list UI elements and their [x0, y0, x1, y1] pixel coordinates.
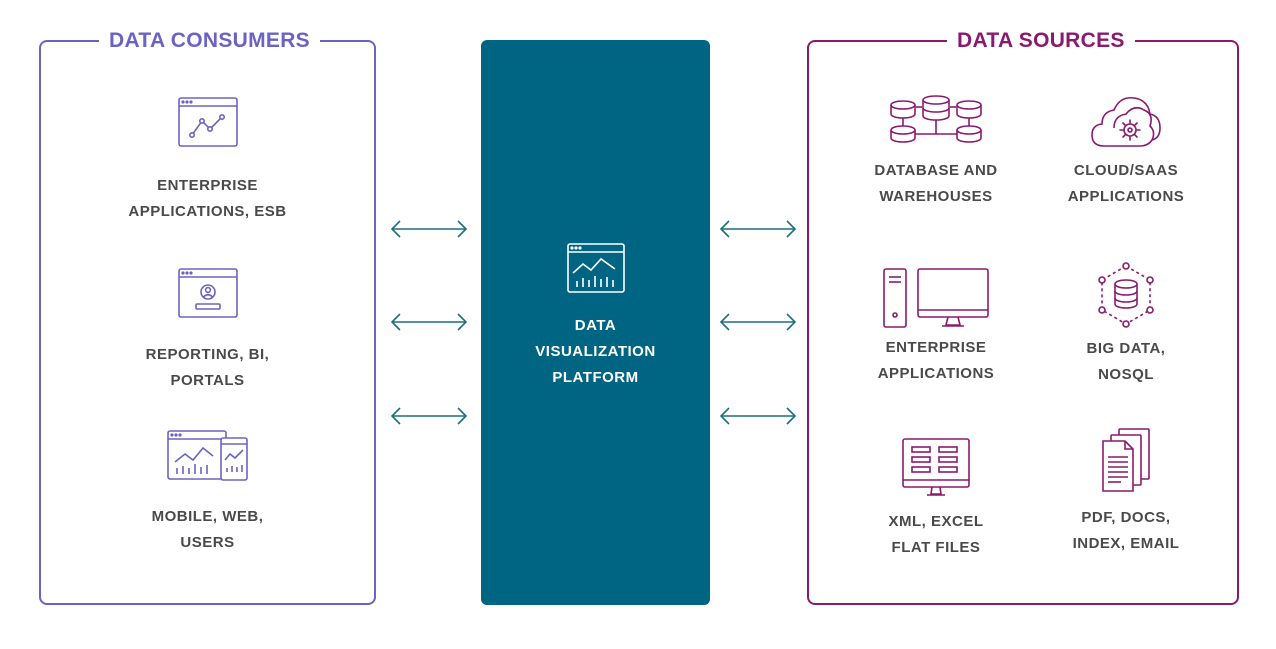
data-sources-panel: DATA SOURCES DATABASE AND WAREHOUSES: [807, 27, 1239, 605]
consumer-enterprise-label: ENTERPRISE APPLICATIONS, ESB: [128, 177, 287, 220]
source-big-data-nosql: BIG DATA, NOSQL: [1036, 262, 1216, 388]
source-xml-label: XML, EXCEL FLAT FILES: [888, 513, 984, 556]
source-enterprise-label: ENTERPRISE APPLICATIONS: [877, 339, 995, 382]
source-cloud-saas: CLOUD/SAAS APPLICATIONS: [1036, 90, 1216, 210]
bidirectional-arrow-icon: [719, 407, 797, 425]
data-consumers-title: DATA CONSUMERS: [99, 27, 320, 55]
consumer-reporting-label: REPORTING, BI, PORTALS: [145, 346, 270, 389]
desktop-mobile-charts-icon: [166, 430, 248, 481]
source-enterprise-applications: ENTERPRISE APPLICATIONS: [846, 267, 1026, 387]
consumer-enterprise-applications: ENTERPRISE APPLICATIONS, ESB: [101, 97, 314, 225]
bidirectional-arrow-icon: [390, 407, 468, 425]
source-database-warehouses: DATABASE AND WAREHOUSES: [846, 94, 1026, 210]
document-stack-icon: [1102, 428, 1150, 492]
platform-label: DATA VISUALIZATION PLATFORM: [535, 317, 656, 386]
desktop-computer-icon: [883, 268, 989, 328]
source-database-label: DATABASE AND WAREHOUSES: [874, 162, 998, 205]
bidirectional-arrow-icon: [719, 220, 797, 238]
data-sources-title: DATA SOURCES: [947, 27, 1135, 55]
data-consumers-panel: DATA CONSUMERS ENTERPRISE APPLICATIONS, …: [39, 27, 376, 605]
platform-block: DATA VISUALIZATION PLATFORM: [481, 243, 710, 391]
source-xml-excel-flat-files: XML, EXCEL FLAT FILES: [846, 437, 1026, 561]
big-data-network-icon: [1098, 262, 1154, 328]
line-chart-window-icon: [177, 97, 238, 147]
user-portal-window-icon: [177, 268, 238, 318]
consumer-mobile-web: MOBILE, WEB, USERS: [101, 430, 314, 556]
cloud-gear-icon: [1091, 96, 1161, 147]
source-pdf-docs-index-email: PDF, DOCS, INDEX, EMAIL: [1036, 427, 1216, 557]
source-cloud-label: CLOUD/SAAS APPLICATIONS: [1067, 162, 1185, 205]
source-pdf-label: PDF, DOCS, INDEX, EMAIL: [1072, 509, 1180, 552]
bidirectional-arrow-icon: [390, 220, 468, 238]
bidirectional-arrow-icon: [390, 313, 468, 331]
database-cluster-icon: [890, 95, 982, 143]
spreadsheet-monitor-icon: [902, 438, 970, 496]
source-big-data-label: BIG DATA, NOSQL: [1086, 340, 1166, 383]
consumer-mobile-label: MOBILE, WEB, USERS: [151, 508, 264, 551]
dashboard-chart-icon: [566, 243, 625, 293]
data-visualization-platform: DATA VISUALIZATION PLATFORM: [481, 40, 710, 605]
bidirectional-arrow-icon: [719, 313, 797, 331]
consumer-reporting-bi: REPORTING, BI, PORTALS: [101, 268, 314, 394]
